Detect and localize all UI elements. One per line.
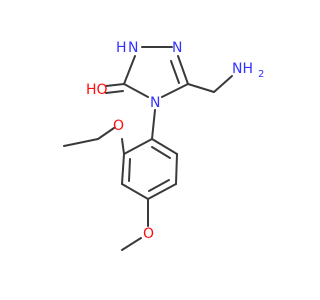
structure-diagram: H N N N HO NH 2 O O bbox=[63, 40, 264, 251]
bond-ar6-ar1-double bbox=[151, 146, 171, 159]
bond-n1-c3 bbox=[123, 55, 136, 85]
atom-label-nh2-subscript: 2 bbox=[258, 69, 264, 80]
atom-label-methoxy-2-o: O bbox=[113, 118, 124, 134]
bond-ar4-ar5 bbox=[147, 183, 177, 200]
atom-label-n2: N bbox=[172, 40, 182, 56]
atom-label-n4: N bbox=[150, 95, 160, 111]
bond-ar2-o bbox=[121, 138, 125, 155]
bond-c3-o bbox=[105, 83, 125, 87]
bond-ar4-ar5-double bbox=[148, 179, 170, 192]
atom-label-methoxy-4-o: O bbox=[143, 226, 154, 242]
bond-n2-c5 bbox=[177, 55, 189, 85]
bond-ar1-ar2 bbox=[123, 138, 153, 155]
atom-label-carbonyl-o: HO bbox=[86, 82, 108, 98]
bond-ar2-ar3-double bbox=[128, 158, 131, 182]
bond-o-ch3-4 bbox=[121, 237, 142, 251]
bond-c3-o-double bbox=[105, 90, 124, 94]
atom-label-n1h: H bbox=[116, 40, 127, 56]
atom-label-n1: N bbox=[128, 40, 138, 56]
bond-n4-aryl bbox=[151, 109, 156, 140]
bond-ar3-ar4 bbox=[121, 183, 149, 200]
bond-ar2-ar3 bbox=[121, 153, 125, 185]
bond-c5-n4 bbox=[161, 83, 189, 98]
bond-o-ch3-2 bbox=[97, 127, 115, 140]
bond-ar6-ar1 bbox=[151, 138, 178, 155]
bond-c3-n4 bbox=[123, 83, 149, 98]
bond-o-ch3-2b bbox=[63, 138, 99, 147]
bond-ch2-nh2 bbox=[213, 75, 233, 93]
atom-labels: H N N N HO NH 2 O O bbox=[86, 40, 264, 242]
atom-label-nh2: NH bbox=[232, 61, 253, 77]
bonds bbox=[63, 46, 233, 251]
bond-n2-c5-double bbox=[170, 60, 180, 84]
bond-ar5-ar6 bbox=[175, 153, 178, 185]
bond-c5-ch2 bbox=[187, 83, 215, 93]
